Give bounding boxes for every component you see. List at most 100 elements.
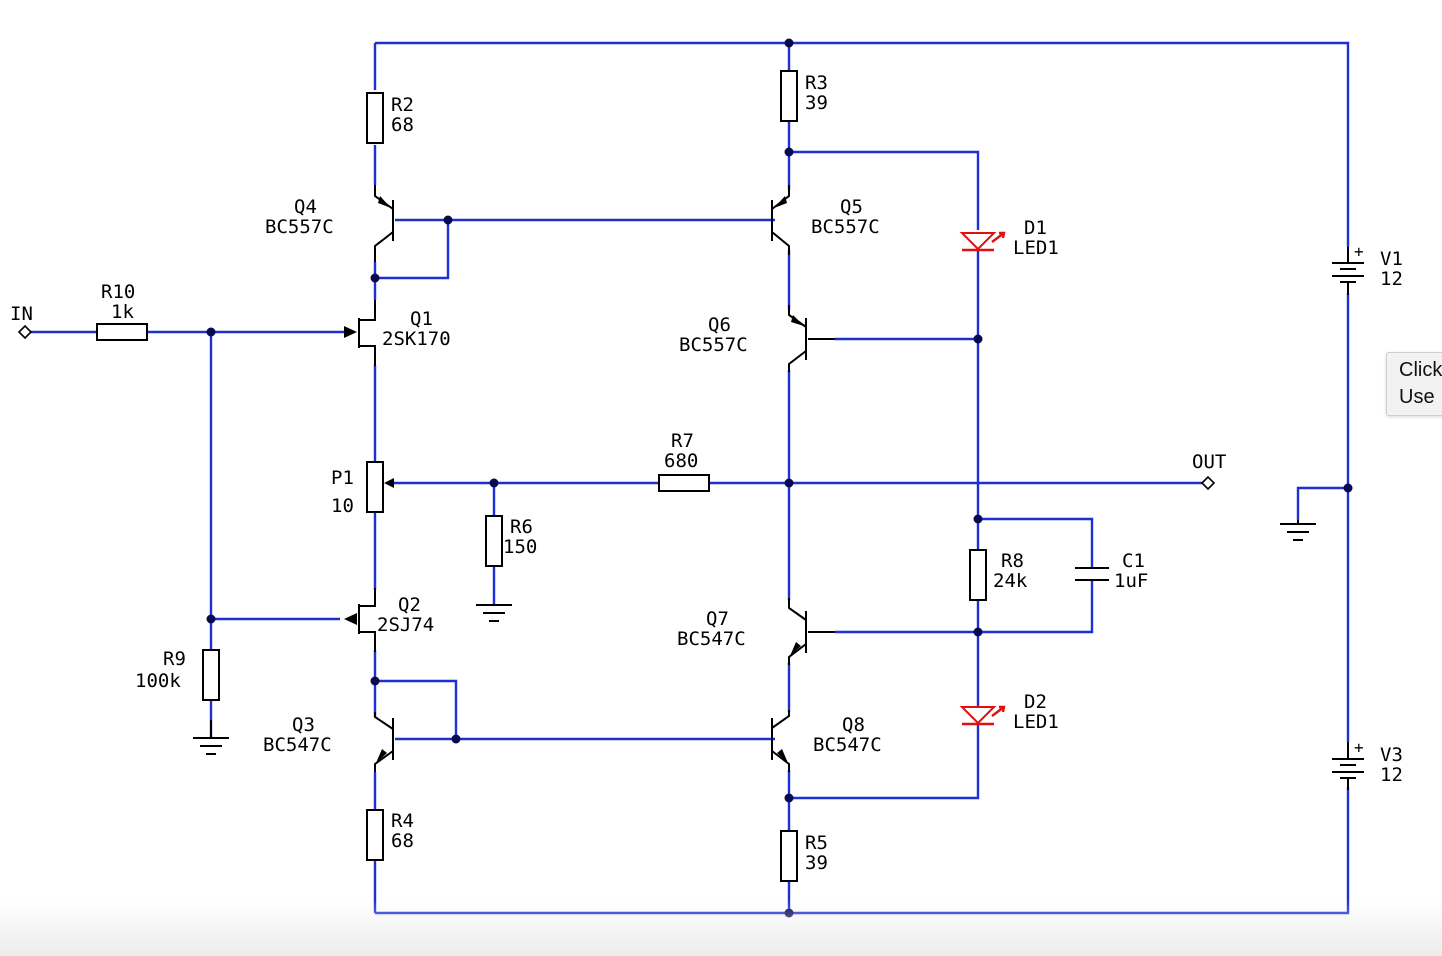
gate-arrow-icon [344,326,357,338]
battery-v1[interactable]: + V1 12 [1332,242,1403,295]
r9-ref: R9 [163,648,186,670]
v1-ref: V1 [1380,248,1403,270]
r9-value: 100k [135,670,181,692]
junction [973,334,983,344]
junction [489,478,499,488]
jfet-p-icon [360,588,376,652]
resistor-icon [366,92,384,144]
d1-value: LED1 [1013,237,1059,259]
c1-ref: C1 [1122,550,1145,572]
wire-d1-feed [789,150,980,230]
terminal-out[interactable]: OUT [1192,451,1226,491]
resistor-r10[interactable]: R10 1k [96,281,148,341]
resistor-icon [780,70,798,122]
transistor-q1[interactable]: Q1 2SK170 [344,300,451,366]
transistor-q8[interactable]: Q8 BC547C [771,710,882,772]
resistor-r9[interactable]: R9 100k [135,648,220,701]
battery-icon [1332,247,1364,295]
battery-v3[interactable]: + V3 12 [1332,738,1403,790]
junction [370,273,380,283]
r5-value: 39 [805,852,828,874]
emitter-arrow-icon [378,196,391,208]
resistor-r8[interactable]: R8 24k [969,549,1028,601]
r7-value: 680 [664,450,698,472]
v3-ref: V3 [1380,744,1403,766]
r3-ref: R3 [805,72,828,94]
q7-ref: Q7 [706,608,729,630]
resistor-icon [969,549,987,601]
r3-value: 39 [805,92,828,114]
junction [370,676,380,686]
output-terminal-icon[interactable] [1200,475,1216,491]
wire-top-rail [375,41,1350,247]
r8-value: 24k [993,570,1028,592]
terminal-in[interactable]: IN [10,303,33,340]
r5-ref: R5 [805,832,828,854]
transistor-q2[interactable]: Q2 2SJ74 [344,588,434,652]
r4-value: 68 [391,830,414,852]
p1-value: 10 [331,495,354,517]
wire-d2-feed [789,724,980,800]
r2-value: 68 [391,114,414,136]
v1-value: 12 [1380,268,1403,290]
emitter-arrow-icon [777,749,788,763]
led-d2[interactable]: D2 LED1 [959,691,1059,733]
v3-polarity: + [1354,738,1364,757]
capacitor-c1[interactable]: C1 1uF [1075,550,1148,592]
ground-icon [476,604,512,622]
r2-ref: R2 [391,94,414,116]
resistor-r6[interactable]: R6 150 [485,515,537,567]
emitter-arrow-icon [791,315,804,326]
junction [451,734,461,744]
led-d1[interactable]: D1 LED1 [959,217,1059,259]
q2-value: 2SJ74 [377,614,434,636]
wire-ground-tap [1296,486,1348,520]
resistor-icon [485,515,503,567]
transistor-q6[interactable]: Q6 BC557C [679,305,835,372]
transistor-q4[interactable]: Q4 BC557C [265,185,394,262]
wire-q3-base-link [375,679,458,739]
r4-ref: R4 [391,810,414,832]
transistor-q7[interactable]: Q7 BC547C [677,598,835,665]
resistor-icon [658,474,710,492]
ground-icon [1280,520,1316,541]
resistor-icon [780,830,798,882]
terminal-in-label: IN [10,303,33,325]
transistor-pnp-icon [788,305,835,372]
d1-ref: D1 [1024,217,1047,239]
q7-value: BC547C [677,628,746,650]
q5-ref: Q5 [840,196,863,218]
resistor-r2[interactable]: R2 68 [366,92,414,144]
light-arrow-icon [991,231,1006,243]
led-icon [959,232,997,251]
junction [784,478,794,488]
junction [784,908,794,918]
emitter-arrow-icon [774,196,787,208]
resistor-r5[interactable]: R5 39 [780,830,828,882]
v3-value: 12 [1380,764,1403,786]
ground-supply [1280,520,1316,541]
r10-value: 1k [111,301,134,323]
input-terminal-icon[interactable] [17,324,33,340]
r10-ref: R10 [101,281,135,303]
ground-r9 [193,720,229,755]
r7-ref: R7 [671,430,694,452]
q3-ref: Q3 [292,714,315,736]
resistor-r7[interactable]: R7 680 [658,430,710,492]
ground-icon [193,720,229,755]
r8-ref: R8 [1001,550,1024,572]
d2-value: LED1 [1013,711,1059,733]
q1-ref: Q1 [410,308,433,330]
potentiometer-p1[interactable]: P1 10 [331,461,394,517]
transistor-q5[interactable]: Q5 BC557C [771,185,880,255]
wire-q4-base-link [375,220,450,280]
transistor-q3[interactable]: Q3 BC547C [263,712,394,772]
r6-ref: R6 [510,516,533,538]
tooltip: Click Use [1386,352,1442,416]
resistor-r4[interactable]: R4 68 [366,809,414,861]
junction [443,215,453,225]
transistor-pnp-icon [374,185,394,262]
resistor-r3[interactable]: R3 39 [780,70,828,122]
d2-ref: D2 [1024,691,1047,713]
q2-ref: Q2 [398,594,421,616]
